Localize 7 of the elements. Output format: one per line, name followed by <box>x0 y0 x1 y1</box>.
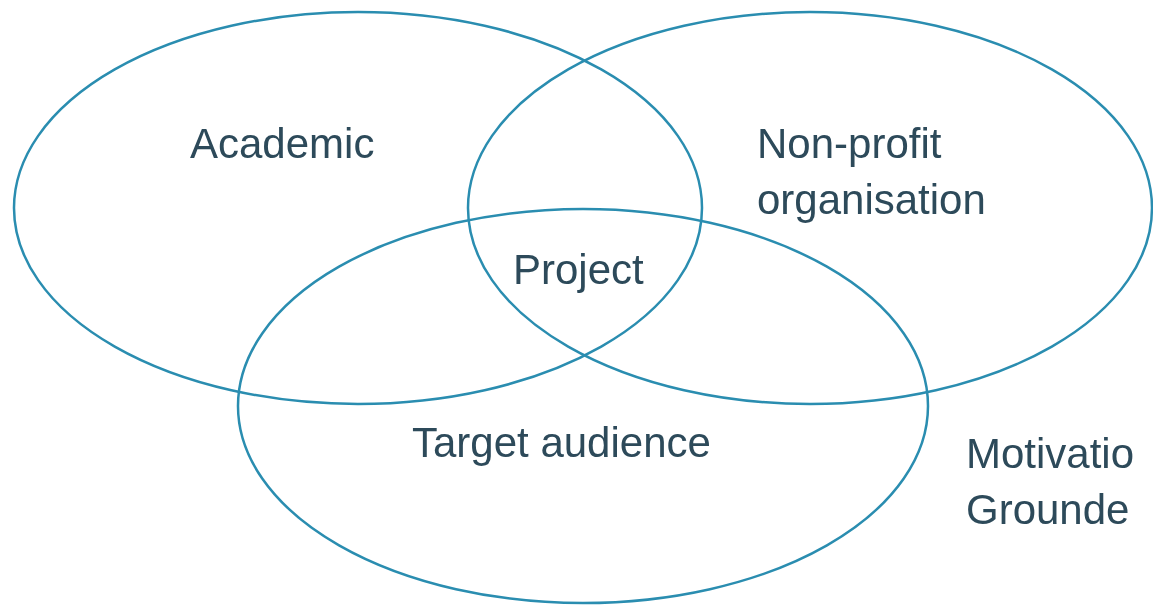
note-text: Motivatio Grounde <box>966 429 1136 535</box>
set-label: Academic <box>190 119 375 169</box>
venn-ellipse <box>467 11 1153 405</box>
intersection-label: Project <box>513 245 644 295</box>
set-label: Non-profit organisation <box>757 119 987 225</box>
set-label: Target audience <box>412 418 711 468</box>
venn-ellipse <box>13 11 703 405</box>
